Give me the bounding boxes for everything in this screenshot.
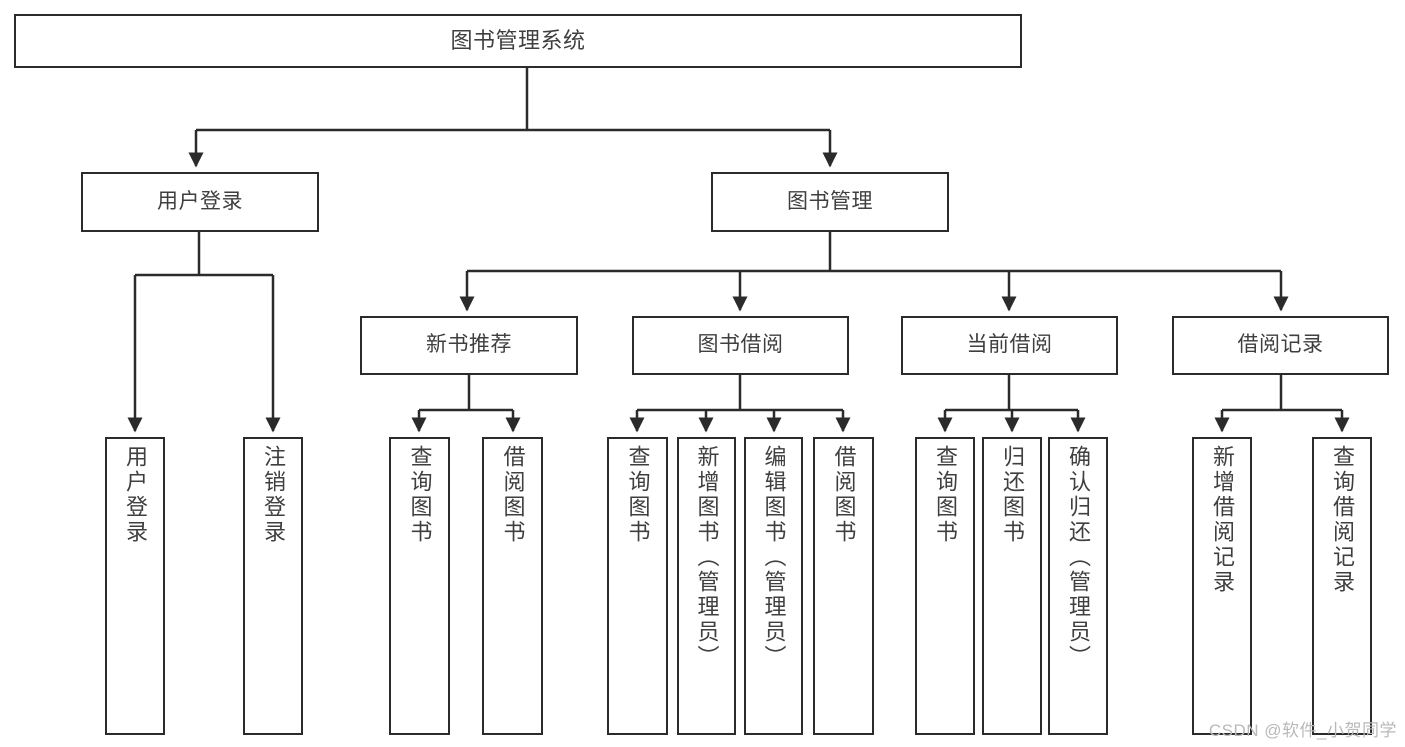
node-book-management[interactable]: 图书管理 [711, 172, 949, 232]
node-user-login-label: 用户登录 [157, 189, 243, 213]
node-user-login[interactable]: 用户登录 [81, 172, 319, 232]
node-book-borrow-label: 图书借阅 [697, 333, 784, 357]
leaf-node[interactable]: 借阅图书 [482, 437, 543, 735]
node-book-management-label: 图书管理 [787, 189, 873, 213]
node-borrow-record[interactable]: 借阅记录 [1172, 316, 1389, 375]
leaf-node-label: 注销登录 [261, 445, 286, 545]
leaf-node[interactable]: 查询借阅记录 [1312, 437, 1372, 735]
node-root-label: 图书管理系统 [450, 28, 586, 54]
node-current-borrow[interactable]: 当前借阅 [901, 316, 1118, 375]
node-new-book-recommend[interactable]: 新书推荐 [360, 316, 578, 375]
leaf-node-label: 编辑图书（管理员） [761, 445, 787, 670]
leaf-node[interactable]: 注销登录 [243, 437, 303, 735]
node-new-book-recommend-label: 新书推荐 [426, 333, 512, 357]
node-current-borrow-label: 当前借阅 [966, 333, 1053, 357]
node-book-borrow[interactable]: 图书借阅 [632, 316, 849, 375]
leaf-node-label: 用户登录 [123, 445, 148, 545]
csdn-watermark: CSDN @软件_小贺同学 [1208, 721, 1397, 740]
leaf-node[interactable]: 查询图书 [389, 437, 450, 735]
leaf-node[interactable]: 归还图书 [982, 437, 1042, 735]
leaf-node[interactable]: 新增图书（管理员） [677, 437, 736, 735]
leaf-node-label: 查询借阅记录 [1330, 445, 1355, 595]
leaf-node[interactable]: 确认归还（管理员） [1048, 437, 1108, 735]
leaf-node-label: 借阅图书 [831, 445, 857, 545]
leaf-node-label: 借阅图书 [500, 445, 526, 545]
leaf-node-label: 新增图书（管理员） [694, 445, 720, 670]
leaf-node[interactable]: 查询图书 [607, 437, 668, 735]
leaf-node[interactable]: 借阅图书 [813, 437, 874, 735]
leaf-node[interactable]: 新增借阅记录 [1192, 437, 1252, 735]
node-root[interactable]: 图书管理系统 [14, 14, 1022, 68]
leaf-node-label: 查询图书 [933, 445, 958, 545]
leaf-node[interactable]: 查询图书 [915, 437, 975, 735]
leaf-node-label: 确认归还（管理员） [1066, 445, 1091, 670]
leaf-node[interactable]: 编辑图书（管理员） [744, 437, 803, 735]
node-borrow-record-label: 借阅记录 [1237, 333, 1324, 357]
leaf-node[interactable]: 用户登录 [105, 437, 165, 735]
leaf-node-label: 新增借阅记录 [1210, 445, 1235, 595]
leaf-node-label: 归还图书 [1000, 445, 1025, 545]
leaf-node-label: 查询图书 [407, 445, 433, 545]
leaf-node-label: 查询图书 [625, 445, 651, 545]
